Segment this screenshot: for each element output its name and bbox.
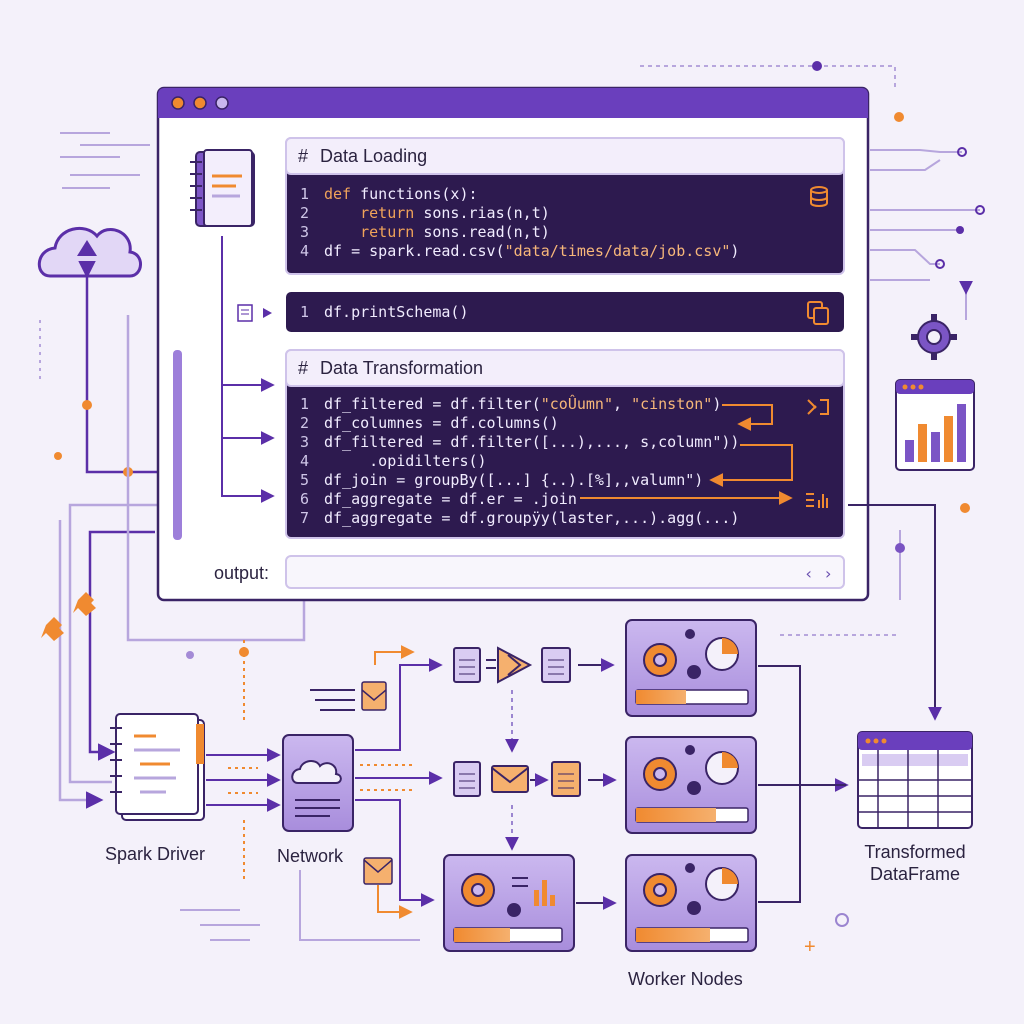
code-line: df_aggregate = df.groupÿy(laster,...).ag… [324, 509, 739, 527]
bar-chart-window-icon [895, 379, 975, 471]
envelope-icon [363, 857, 393, 885]
left-connectors [58, 261, 306, 809]
worker-node [443, 854, 575, 952]
cell-header: Data Loading [320, 146, 427, 166]
code-line: df = spark.read.csv("data/times/data/job… [324, 242, 739, 260]
worker-node [625, 736, 757, 834]
line-number: 3 [300, 223, 309, 241]
output-field[interactable] [285, 555, 845, 589]
line-number: 6 [300, 490, 309, 508]
spark-driver-node [110, 713, 205, 821]
network-node [282, 734, 354, 832]
envelope-icon [361, 681, 387, 711]
result-label-line2: DataFrame [870, 864, 960, 884]
line-number: 7 [300, 509, 309, 527]
line-number: 4 [300, 452, 309, 470]
puzzle-icons [41, 592, 96, 641]
window-maximize-button[interactable] [215, 96, 229, 110]
worker-connectors [758, 665, 849, 903]
line-number: 2 [300, 204, 309, 222]
code-line: df_filtered = df.filter([...),..., s,col… [324, 433, 739, 451]
dataframe-table-icon [857, 731, 973, 829]
code-cell-data-transformation[interactable]: # Data Transformation 1 df_filtered = df… [285, 349, 845, 539]
chart-list-icon[interactable] [806, 493, 828, 508]
worker-node [625, 854, 757, 952]
code-cell-data-loading[interactable]: # Data Loading 1 def functions(x): 2 ret… [285, 137, 845, 275]
line-number: 1 [300, 185, 309, 203]
worker-nodes-label: Worker Nodes [628, 969, 743, 989]
cell-connectors [221, 236, 275, 503]
cell-hash: # [298, 358, 308, 378]
code-line: return sons.rias(n,t) [324, 204, 550, 222]
driver-connectors [206, 748, 281, 812]
cell-hash: # [298, 146, 308, 166]
worker-node [625, 619, 757, 717]
notebook-icon [190, 149, 255, 227]
code-line: df_filtered = df.filter("coÛumn", "cinst… [324, 394, 721, 413]
code-line: .opidilters() [324, 452, 487, 470]
spark-driver-label: Spark Driver [105, 844, 205, 864]
network-label: Network [277, 846, 344, 866]
schema-icon [237, 304, 272, 322]
task-pipeline-1 [453, 646, 615, 684]
cell-header: Data Transformation [320, 358, 483, 378]
line-number: 5 [300, 471, 309, 489]
scrollbar[interactable] [173, 350, 182, 540]
task-pipeline-2 [453, 761, 617, 797]
network-connectors [310, 645, 443, 919]
gear-icon [911, 314, 957, 360]
code-line: df.printSchema() [324, 303, 469, 321]
line-number: 4 [300, 242, 309, 260]
line-number: 1 [300, 395, 309, 413]
shuffle-icon[interactable] [807, 399, 829, 415]
svg-text:+: + [804, 936, 816, 958]
result-label-line1: Transformed [864, 842, 965, 862]
code-cell-print-schema[interactable]: 1 df.printSchema() [286, 292, 844, 332]
code-line: df_aggregate = df.er = .join [324, 490, 577, 508]
ide-window: # Data Loading 1 def functions(x): 2 ret… [156, 86, 870, 602]
code-line: df_join = groupBy([...] {..).[%],,valumn… [324, 471, 703, 489]
output-label: output: [214, 563, 269, 583]
cloud-icon [37, 226, 142, 278]
line-number: 2 [300, 414, 309, 432]
line-number: 1 [300, 303, 309, 321]
code-line: def functions(x): [324, 185, 478, 203]
code-line: return sons.read(n,t) [324, 223, 550, 241]
decorative-dots: + [54, 61, 985, 958]
code-line: df_columnes = df.columns() [324, 414, 559, 432]
decorative-lines [39, 65, 980, 941]
window-minimize-button[interactable] [193, 96, 207, 110]
code-brackets-icon[interactable]: ‹ › [804, 564, 833, 583]
copy-icon[interactable] [807, 301, 829, 325]
window-close-button[interactable] [171, 96, 185, 110]
line-number: 3 [300, 433, 309, 451]
result-connector [848, 504, 942, 721]
flow-arrows [580, 404, 793, 505]
database-icon[interactable] [810, 186, 828, 207]
